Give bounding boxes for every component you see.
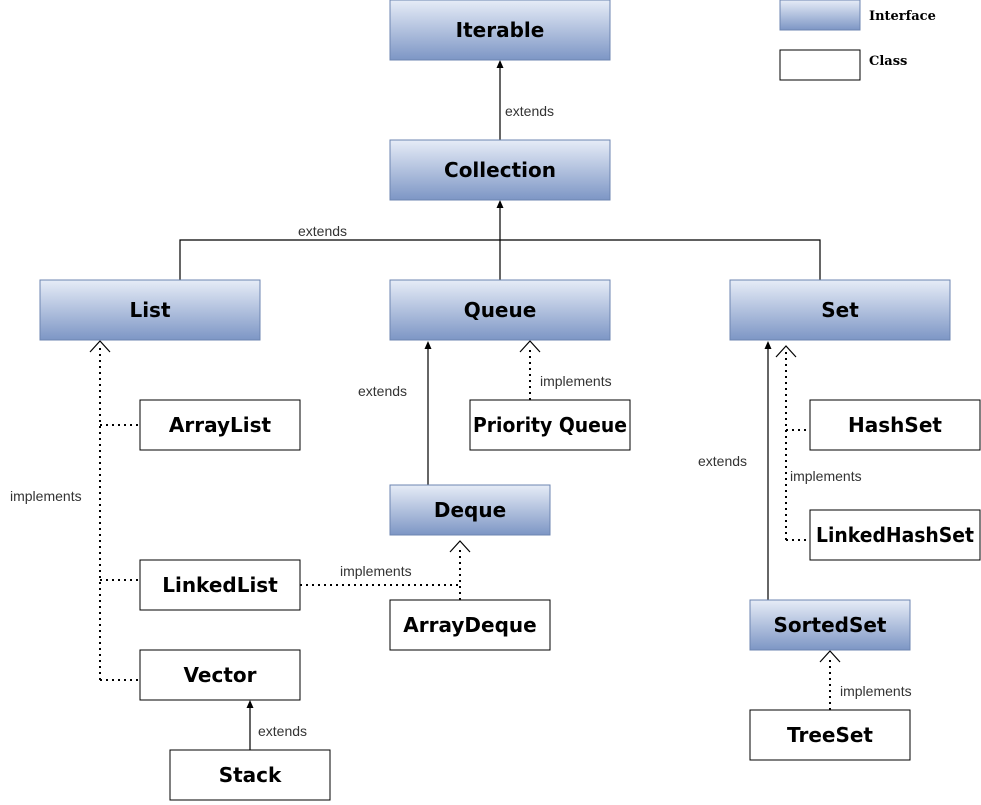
node-priority-queue: Priority Queue [469, 399, 631, 451]
interface-box [389, 279, 611, 341]
edge-label-sortedset-set: extends [698, 453, 747, 469]
interface-box [39, 279, 261, 341]
edge-label-list-classes: implements [10, 488, 82, 504]
class-box [809, 399, 981, 451]
edge-label-deque-queue: extends [358, 383, 407, 399]
legend: Interface Class [779, 0, 936, 81]
arrowhead [496, 200, 504, 208]
interface-box [389, 139, 611, 201]
class-box [139, 559, 301, 611]
interface-box [389, 484, 551, 536]
node-label: TreeSet [787, 723, 873, 747]
class-box [139, 649, 301, 701]
arrowhead-open [819, 650, 841, 663]
node-label: List [129, 298, 171, 322]
arrowhead [496, 60, 504, 68]
edge-label-linkedlist-deque: implements [340, 563, 412, 579]
node-treeset: TreeSet [749, 709, 911, 761]
interface-box [389, 0, 611, 61]
node-label: Set [821, 298, 859, 322]
node-deque: Deque [389, 484, 551, 536]
node-hashset: HashSet [809, 399, 981, 451]
legend-interface-swatch [779, 0, 861, 31]
node-label: HashSet [848, 413, 942, 437]
edge-label-children-collection: extends [298, 223, 347, 239]
node-label: LinkedHashSet [816, 523, 974, 547]
node-sortedset: SortedSet [749, 599, 911, 651]
legend-class-swatch [779, 49, 861, 81]
edges: extends extends extends implements imple… [10, 60, 912, 750]
node-linkedlist: LinkedList [139, 559, 301, 611]
node-label: Vector [184, 663, 257, 687]
arrowhead-open [775, 345, 797, 358]
class-box [139, 399, 301, 451]
arrowhead [246, 700, 254, 708]
node-label: Iterable [456, 18, 545, 42]
arrowhead [764, 341, 772, 349]
legend-interface-label: Interface [869, 9, 936, 24]
arrowhead [424, 341, 432, 349]
legend-class-label: Class [869, 54, 907, 69]
node-arraylist: ArrayList [139, 399, 301, 451]
interface-box [749, 599, 911, 651]
class-box [169, 749, 331, 801]
interface-box [729, 279, 951, 341]
edge-label-set-hash: implements [790, 468, 862, 484]
arrowhead-open [449, 540, 471, 553]
node-vector: Vector [139, 649, 301, 701]
node-collection: Collection [389, 139, 611, 201]
class-box [809, 509, 981, 561]
node-label: Priority Queue [473, 413, 627, 437]
edge-label-priorityqueue-queue: implements [540, 373, 612, 389]
node-list: List [39, 279, 261, 341]
node-linkedhashset: LinkedHashSet [809, 509, 981, 561]
node-set: Set [729, 279, 951, 341]
class-box [749, 709, 911, 761]
node-label: ArrayList [169, 413, 272, 437]
node-label: Deque [434, 498, 506, 522]
node-arraydeque: ArrayDeque [389, 599, 551, 651]
edge-label-stack-vector: extends [258, 723, 307, 739]
edge-label-collection-iterable: extends [505, 103, 554, 119]
node-label: LinkedList [162, 573, 278, 597]
node-label: SortedSet [774, 613, 887, 637]
node-label: Stack [219, 763, 282, 787]
node-label: Queue [464, 298, 537, 322]
node-iterable: Iterable [389, 0, 611, 61]
node-stack: Stack [169, 749, 331, 801]
arrowhead-open [89, 340, 111, 353]
arrowhead-open [519, 340, 541, 353]
node-label: Collection [444, 158, 556, 182]
class-box [389, 599, 551, 651]
edge-label-treeset-sortedset: implements [840, 683, 912, 699]
node-label: ArrayDeque [403, 613, 536, 637]
class-box [469, 399, 631, 451]
node-queue: Queue [389, 279, 611, 341]
